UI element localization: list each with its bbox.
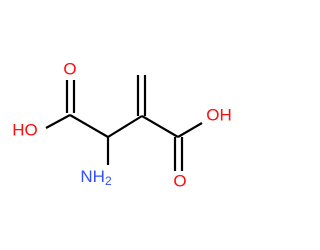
bond-c4-oh (177, 122, 203, 138)
atom-nh2-subscript: 2 (105, 174, 112, 188)
atom-oh-right: OH (206, 105, 232, 124)
structural-formula: O HO OH O NH2 (12, 59, 232, 190)
atom-ho-left: HO (12, 120, 38, 139)
bond-c3-c4 (141, 115, 179, 138)
bond-c1-oh (45, 114, 71, 129)
bond-c2-c3 (107, 115, 143, 138)
atom-nh2: NH2 (80, 167, 112, 188)
molecule-drawing: O HO OH O NH2 (12, 59, 232, 190)
atom-o-bottom-right: O (173, 171, 186, 190)
bond-c1-c2 (69, 114, 109, 138)
atom-nh2-main: NH (80, 167, 105, 186)
atom-o-top-left: O (63, 59, 76, 78)
